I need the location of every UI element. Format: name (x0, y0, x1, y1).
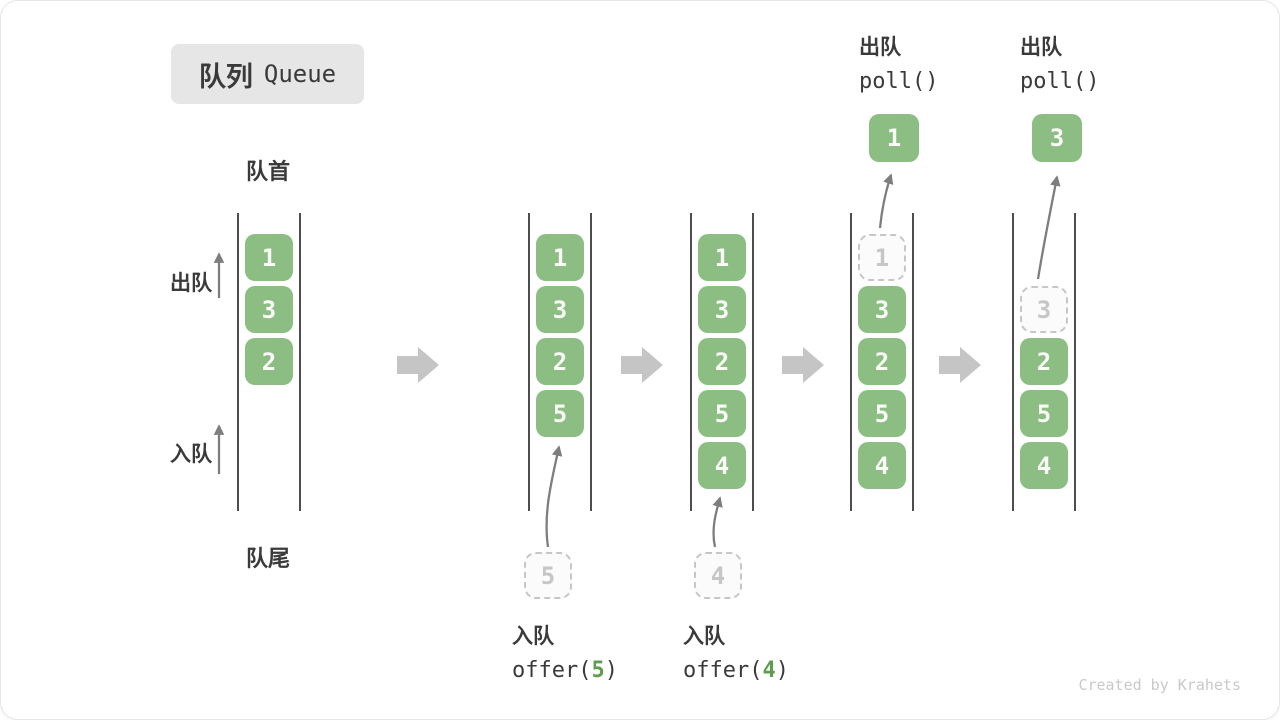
queue-cell: 2 (698, 338, 746, 385)
queue-cell: 4 (858, 442, 906, 489)
queue-cell-dashed: 3 (1020, 286, 1068, 333)
queue-cell: 2 (536, 338, 584, 385)
enqueue-arrow-offer5 (545, 445, 563, 548)
queue-cell: 5 (1020, 390, 1068, 437)
queue-wall-right (912, 213, 914, 511)
queue-wall-left (1012, 213, 1014, 511)
title-en: Queue (263, 60, 337, 88)
dequeued-value-box: 1 (869, 114, 919, 162)
queue-wall-right (590, 213, 592, 511)
offer-operation-label-1: 入队 offer(5) (512, 620, 618, 683)
offer-zh-1: 入队 (512, 625, 554, 648)
dequeue-arrow-poll3 (1036, 175, 1061, 280)
title-zh: 队列 (198, 61, 253, 92)
queue-cell: 3 (536, 286, 584, 333)
queue-cell: 2 (245, 338, 293, 385)
label-enqueue-side: 入队 (170, 443, 212, 466)
next-state-arrow-1 (397, 347, 439, 383)
next-state-arrow-2 (621, 347, 663, 383)
offer-code-2: offer(4) (683, 658, 789, 683)
queue-cell: 5 (536, 390, 584, 437)
enqueue-candidate-box: 5 (524, 552, 572, 599)
offer-code-post-1: ) (604, 658, 618, 683)
poll-zh-2: 出队 (1020, 36, 1062, 59)
offer-operation-label-2: 入队 offer(4) (683, 620, 789, 683)
offer-code-pre-1: offer( (512, 658, 592, 683)
next-state-arrow-4 (939, 347, 981, 383)
poll-code-1: poll() (859, 69, 939, 94)
queue-cell: 3 (858, 286, 906, 333)
label-queue-rear: 队尾 (245, 546, 290, 571)
credit-text: Created by Krahets (1078, 676, 1241, 694)
queue-wall-left (850, 213, 852, 511)
queue-cell: 1 (536, 234, 584, 281)
title-box: 队列 Queue (171, 44, 364, 104)
offer-code-post-2: ) (775, 658, 789, 683)
queue-wall-left (237, 213, 239, 511)
queue-wall-right (1074, 213, 1076, 511)
queue-cell: 3 (698, 286, 746, 333)
offer-code-1: offer(5) (512, 658, 618, 683)
queue-cell: 2 (858, 338, 906, 385)
queue-wall-left (528, 213, 530, 511)
queue-wall-right (299, 213, 301, 511)
queue-cell: 4 (698, 442, 746, 489)
poll-code-2: poll() (1020, 69, 1100, 94)
next-state-arrow-3 (782, 347, 824, 383)
queue-cell-dashed: 1 (858, 234, 906, 281)
offer-code-pre-2: offer( (683, 658, 763, 683)
offer-zh-2: 入队 (683, 625, 725, 648)
queue-cell: 4 (1020, 442, 1068, 489)
queue-wall-left (690, 213, 692, 511)
queue-cell: 2 (1020, 338, 1068, 385)
queue-cell: 5 (698, 390, 746, 437)
label-queue-front: 队首 (245, 159, 290, 184)
dequeue-arrow-poll1 (878, 173, 894, 229)
queue-wall-right (752, 213, 754, 511)
poll-operation-label-2: 出队 poll() (1020, 31, 1099, 94)
queue-cell: 1 (698, 234, 746, 281)
poll-operation-label-1: 出队 poll() (859, 31, 938, 94)
queue-cell: 1 (245, 234, 293, 281)
dequeued-value-box: 3 (1032, 114, 1082, 162)
offer-arg-2: 4 (762, 658, 776, 683)
label-dequeue-side: 出队 (170, 272, 212, 295)
enqueue-candidate-box: 4 (694, 552, 742, 599)
enqueue-arrow-offer4 (712, 496, 723, 548)
poll-zh-1: 出队 (859, 36, 901, 59)
queue-cell: 3 (245, 286, 293, 333)
queue-cell: 5 (858, 390, 906, 437)
offer-arg-1: 5 (591, 658, 605, 683)
